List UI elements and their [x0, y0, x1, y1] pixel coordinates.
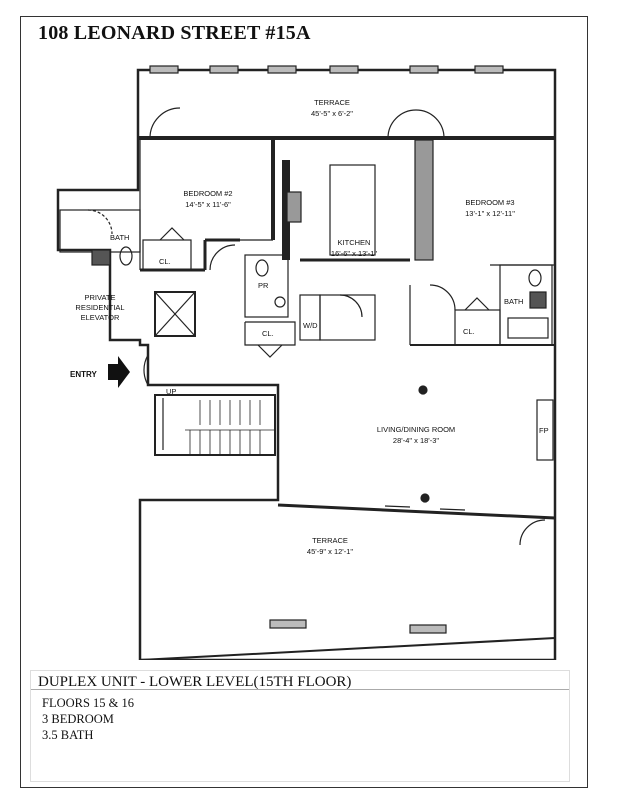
terrace-bottom-dims: 45'-9" x 12'-1" [307, 547, 353, 556]
stairs-up-label: UP [166, 387, 176, 396]
powder-room-label: PR [258, 281, 269, 290]
terrace-top-name: TERRACE [314, 98, 350, 107]
bath-left-label: BATH [110, 233, 129, 242]
kitchen-name: KITCHEN [338, 238, 371, 247]
bedroom3-name: BEDROOM #3 [465, 198, 514, 207]
elevator-label-2: RESIDENTIAL [75, 303, 124, 312]
unit-heading: DUPLEX UNIT - LOWER LEVEL(15TH FLOOR) [38, 674, 352, 690]
closet-b2-label: CL. [159, 257, 171, 266]
fireplace-label: FP [539, 426, 549, 435]
bath-right-label: BATH [504, 297, 523, 306]
closet-b3-label: CL. [463, 327, 475, 336]
baths-text: 3.5 BATH [42, 728, 94, 742]
info-box [30, 670, 570, 782]
info-divider [31, 689, 569, 690]
entry-arrow-icon [108, 356, 130, 388]
bedroom2-name: BEDROOM #2 [183, 189, 232, 198]
closet-mid-label: CL. [262, 329, 274, 338]
living-dims: 28'-4" x 18'-3" [393, 436, 439, 445]
terrace-bottom-name: TERRACE [312, 536, 348, 545]
bedrooms-text: 3 BEDROOM [42, 712, 114, 726]
floors-text: FLOORS 15 & 16 [42, 696, 135, 710]
entry-label: ENTRY [70, 370, 97, 379]
exterior-wall [56, 68, 557, 660]
washer-dryer-label: W/D [303, 321, 318, 330]
living-name: LIVING/DINING ROOM [377, 425, 455, 434]
bedroom3-dims: 13'-1" x 12'-11" [465, 209, 515, 218]
elevator-label-3: ELEVATOR [81, 313, 120, 322]
elevator-label-1: PRIVATE [85, 293, 116, 302]
page-title: 108 LEONARD STREET #15A [38, 22, 311, 44]
terrace-top-dims: 45'-5" x 6'-2" [311, 109, 353, 118]
kitchen-dims: 16'-6" x 13'-1" [331, 249, 377, 258]
floor-plan: TERRACE 45'-5" x 6'-2" BEDROOM #2 14'-5"… [56, 65, 557, 660]
bedroom2-dims: 14'-5" x 11'-6" [185, 200, 231, 209]
